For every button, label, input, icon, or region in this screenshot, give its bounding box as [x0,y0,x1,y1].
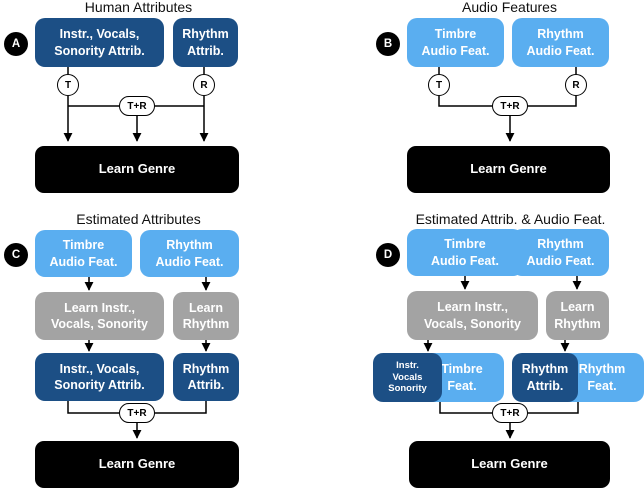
panel-d-learn-genre-box: Learn Genre [409,441,610,488]
panel-a-instr-vocals-sonority-attrib-box: Instr., Vocals, Sonority Attrib. [35,18,164,67]
panel-b-title: Audio Features [462,0,557,15]
panel-b-t-node: T [428,74,450,96]
panel-c-learn-rhythm-box: Learn Rhythm [173,292,239,340]
panel-c-rhythm-attrib-box: Rhythm Attrib. [173,353,239,401]
panel-b-timbre-audio-feat-box: Timbre Audio Feat. [407,18,504,67]
panel-b-badge: B [376,32,400,56]
panel-c-instr-vocals-sonority-attrib-box: Instr., Vocals, Sonority Attrib. [35,353,164,401]
panel-c-timbre-audio-feat-box: Timbre Audio Feat. [35,230,132,277]
panel-d-timbre-audio-feat-box: Timbre Audio Feat. [407,229,523,276]
panel-c-badge: C [4,243,28,267]
panel-c-learn-genre-box: Learn Genre [35,441,239,488]
panel-a-tr-node: T+R [119,96,155,116]
panel-c-tr-node: T+R [119,403,155,423]
panel-b-r-node: R [565,74,587,96]
panel-c-rhythm-audio-feat-box: Rhythm Audio Feat. [140,230,239,277]
panel-d-rhythm-attrib-box: Rhythm Attrib. [512,353,578,402]
panel-a-t-node: T [57,74,79,96]
panel-a-rhythm-attrib-box: Rhythm Attrib. [173,18,238,67]
panel-d-badge: D [376,243,400,267]
panel-d-learn-instr-vocals-sonority-box: Learn Instr., Vocals, Sonority [407,291,538,340]
panel-a-r-node: R [193,74,215,96]
panel-b-rhythm-audio-feat-box: Rhythm Audio Feat. [512,18,609,67]
panel-d-rhythm-audio-feat-box: Rhythm Audio Feat. [512,229,609,276]
panel-c-title: Estimated Attributes [76,211,201,227]
panel-a-title: Human Attributes [84,0,193,15]
panel-d-instr-vocals-sonority-box: Instr. Vocals Sonority [373,353,442,402]
panel-d-learn-rhythm-box: Learn Rhythm [546,291,609,340]
panel-c-learn-instr-vocals-sonority-box: Learn Instr., Vocals, Sonority [35,292,164,340]
panel-a-learn-genre-box: Learn Genre [35,146,239,193]
panel-b-learn-genre-box: Learn Genre [407,146,610,193]
panel-a-badge: A [4,32,28,56]
panel-d-tr-node: T+R [492,403,528,423]
panel-b-tr-node: T+R [492,96,528,116]
panel-d-title: Estimated Attrib. & Audio Feat. [415,211,606,227]
